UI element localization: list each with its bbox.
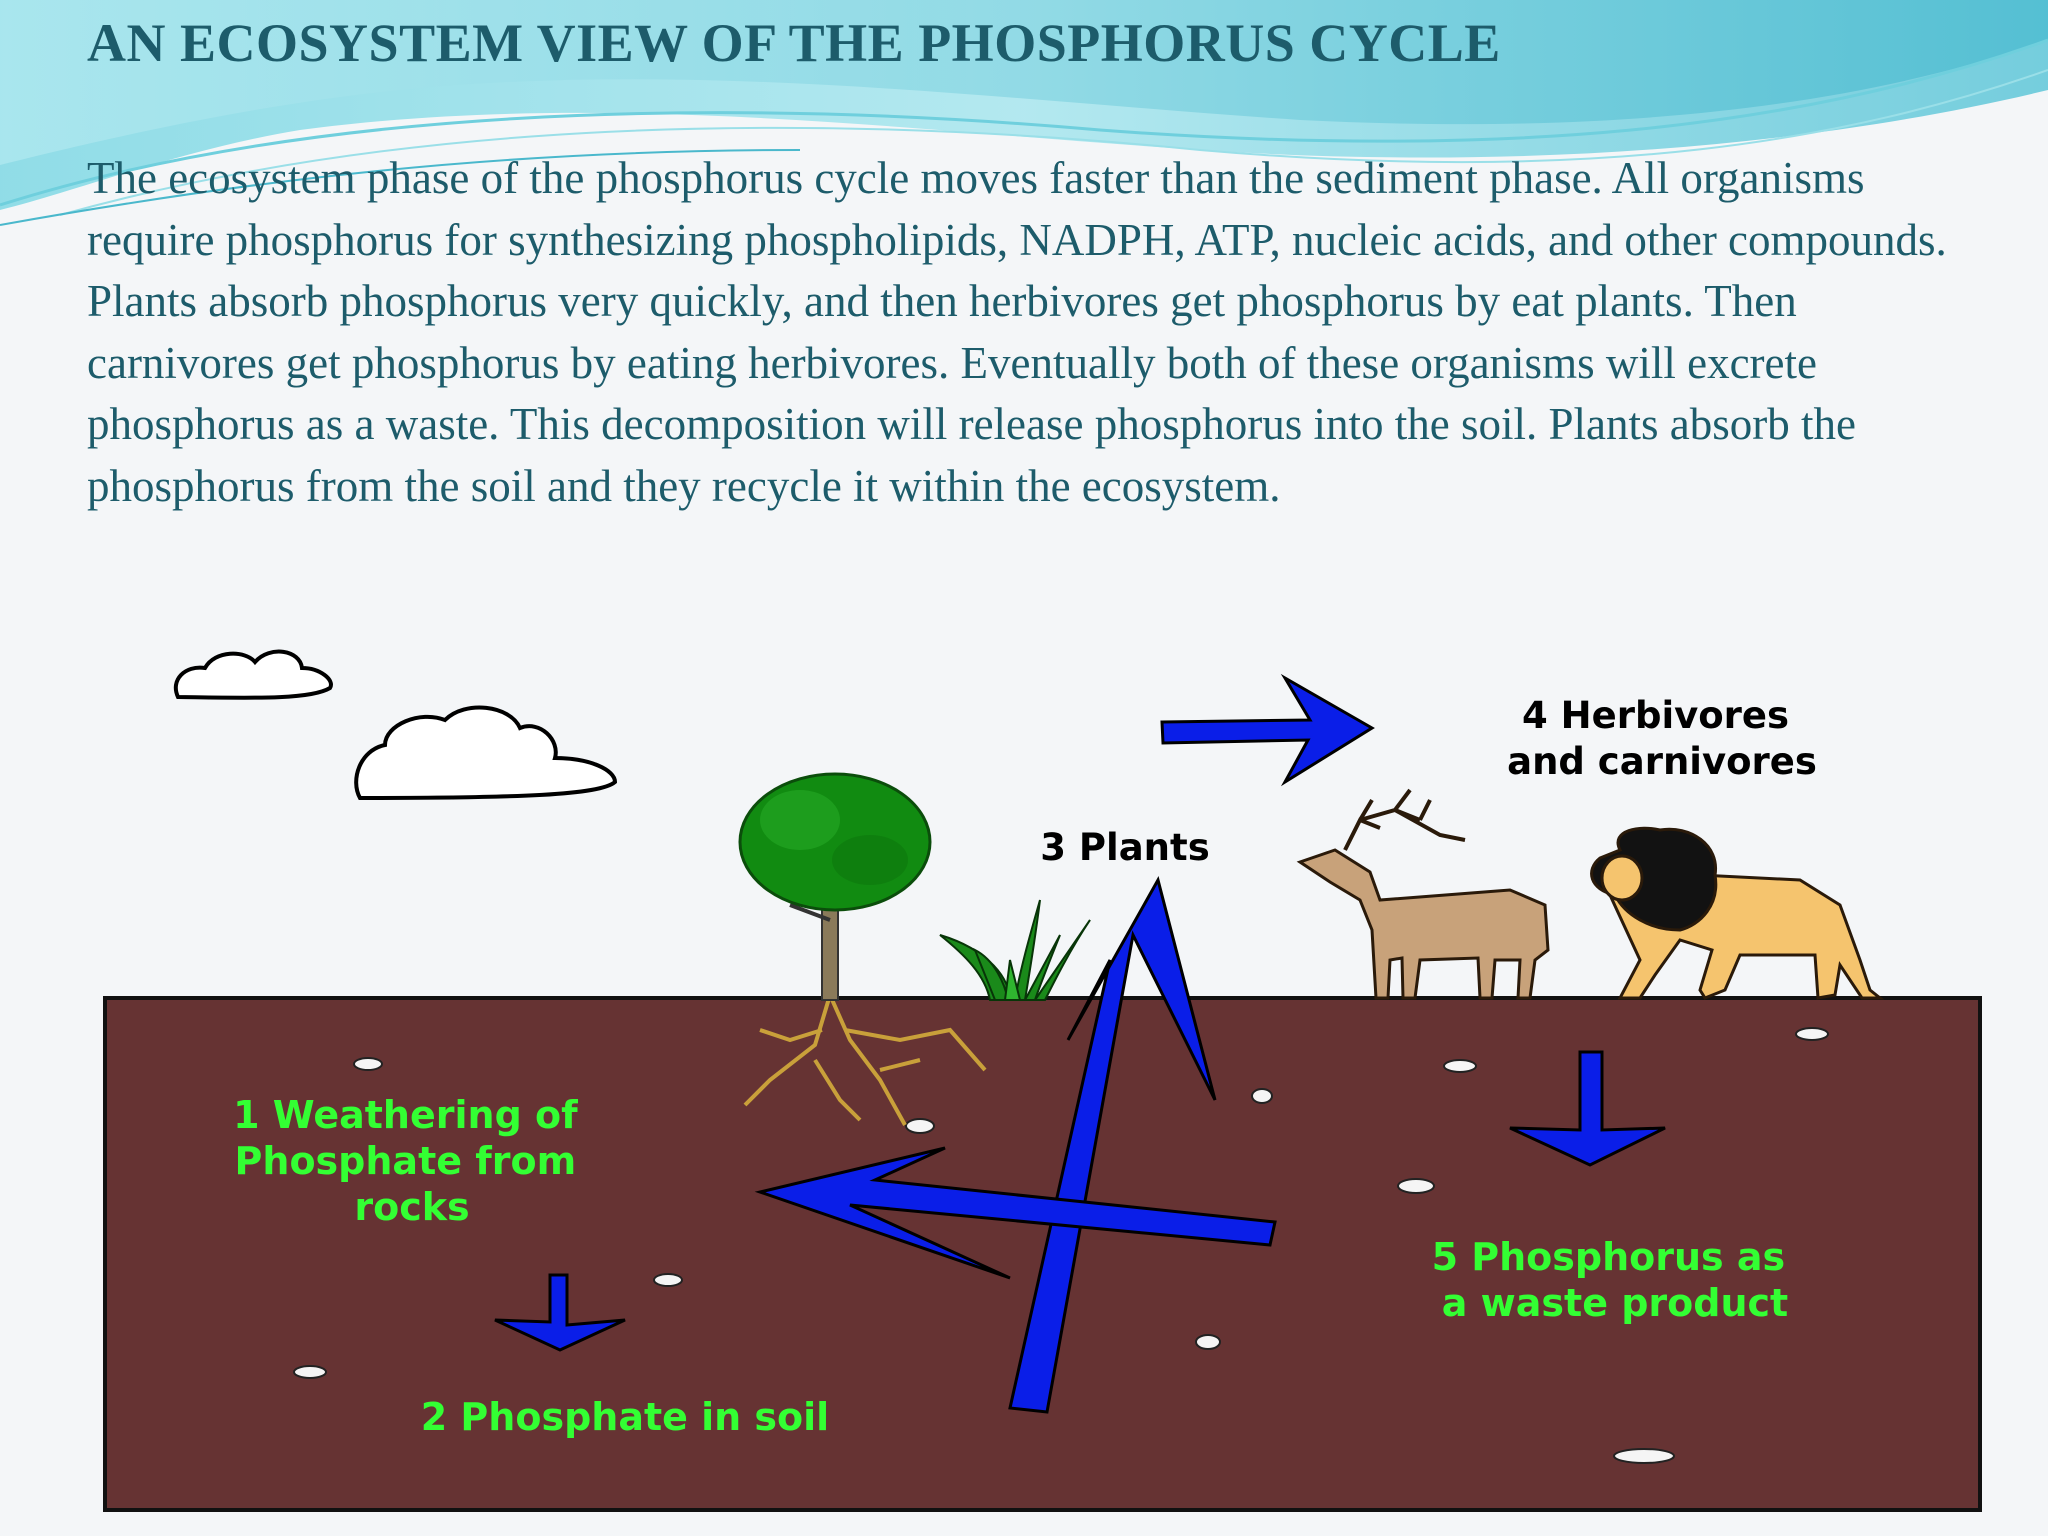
tree-roots bbox=[743, 994, 987, 1126]
label-weathering: 1 Weathering of Phosphate from rocks bbox=[233, 1093, 591, 1229]
label-weathering-line2: Phosphate from bbox=[235, 1139, 577, 1183]
label-weathering-line3: rocks bbox=[354, 1185, 469, 1229]
tree-icon bbox=[738, 772, 932, 1001]
label-phosphorus-waste: 5 Phosphorus as a waste product bbox=[1432, 1235, 1799, 1325]
grass-icon bbox=[939, 899, 1091, 1001]
cloud-icon bbox=[354, 705, 618, 801]
cloud-icon bbox=[174, 649, 333, 700]
deer-icon bbox=[1296, 788, 1550, 1000]
label-weathering-line1: 1 Weathering of bbox=[233, 1093, 578, 1137]
label-waste-line1: 5 Phosphorus as bbox=[1432, 1235, 1786, 1279]
label-herbivores-carnivores: 4 Herbivores and carnivores bbox=[1507, 694, 1817, 783]
label-herbivores-line1: 4 Herbivores bbox=[1522, 694, 1789, 737]
soil-layer bbox=[103, 996, 1982, 1512]
label-plants: 3 Plants bbox=[1040, 826, 1209, 869]
arrow-icon bbox=[494, 673, 1666, 1414]
label-waste-line2: a waste product bbox=[1442, 1281, 1788, 1325]
slide-body-text: The ecosystem phase of the phosphorus cy… bbox=[87, 153, 1947, 511]
label-phosphate-in-soil: 2 Phosphate in soil bbox=[421, 1395, 829, 1439]
slide-title: AN ECOSYSTEM VIEW OF THE PHOSPHORUS CYCL… bbox=[87, 13, 1501, 73]
rock-icon bbox=[293, 1027, 1829, 1464]
label-herbivores-line2: and carnivores bbox=[1507, 740, 1817, 783]
lion-icon bbox=[1590, 826, 1885, 1000]
